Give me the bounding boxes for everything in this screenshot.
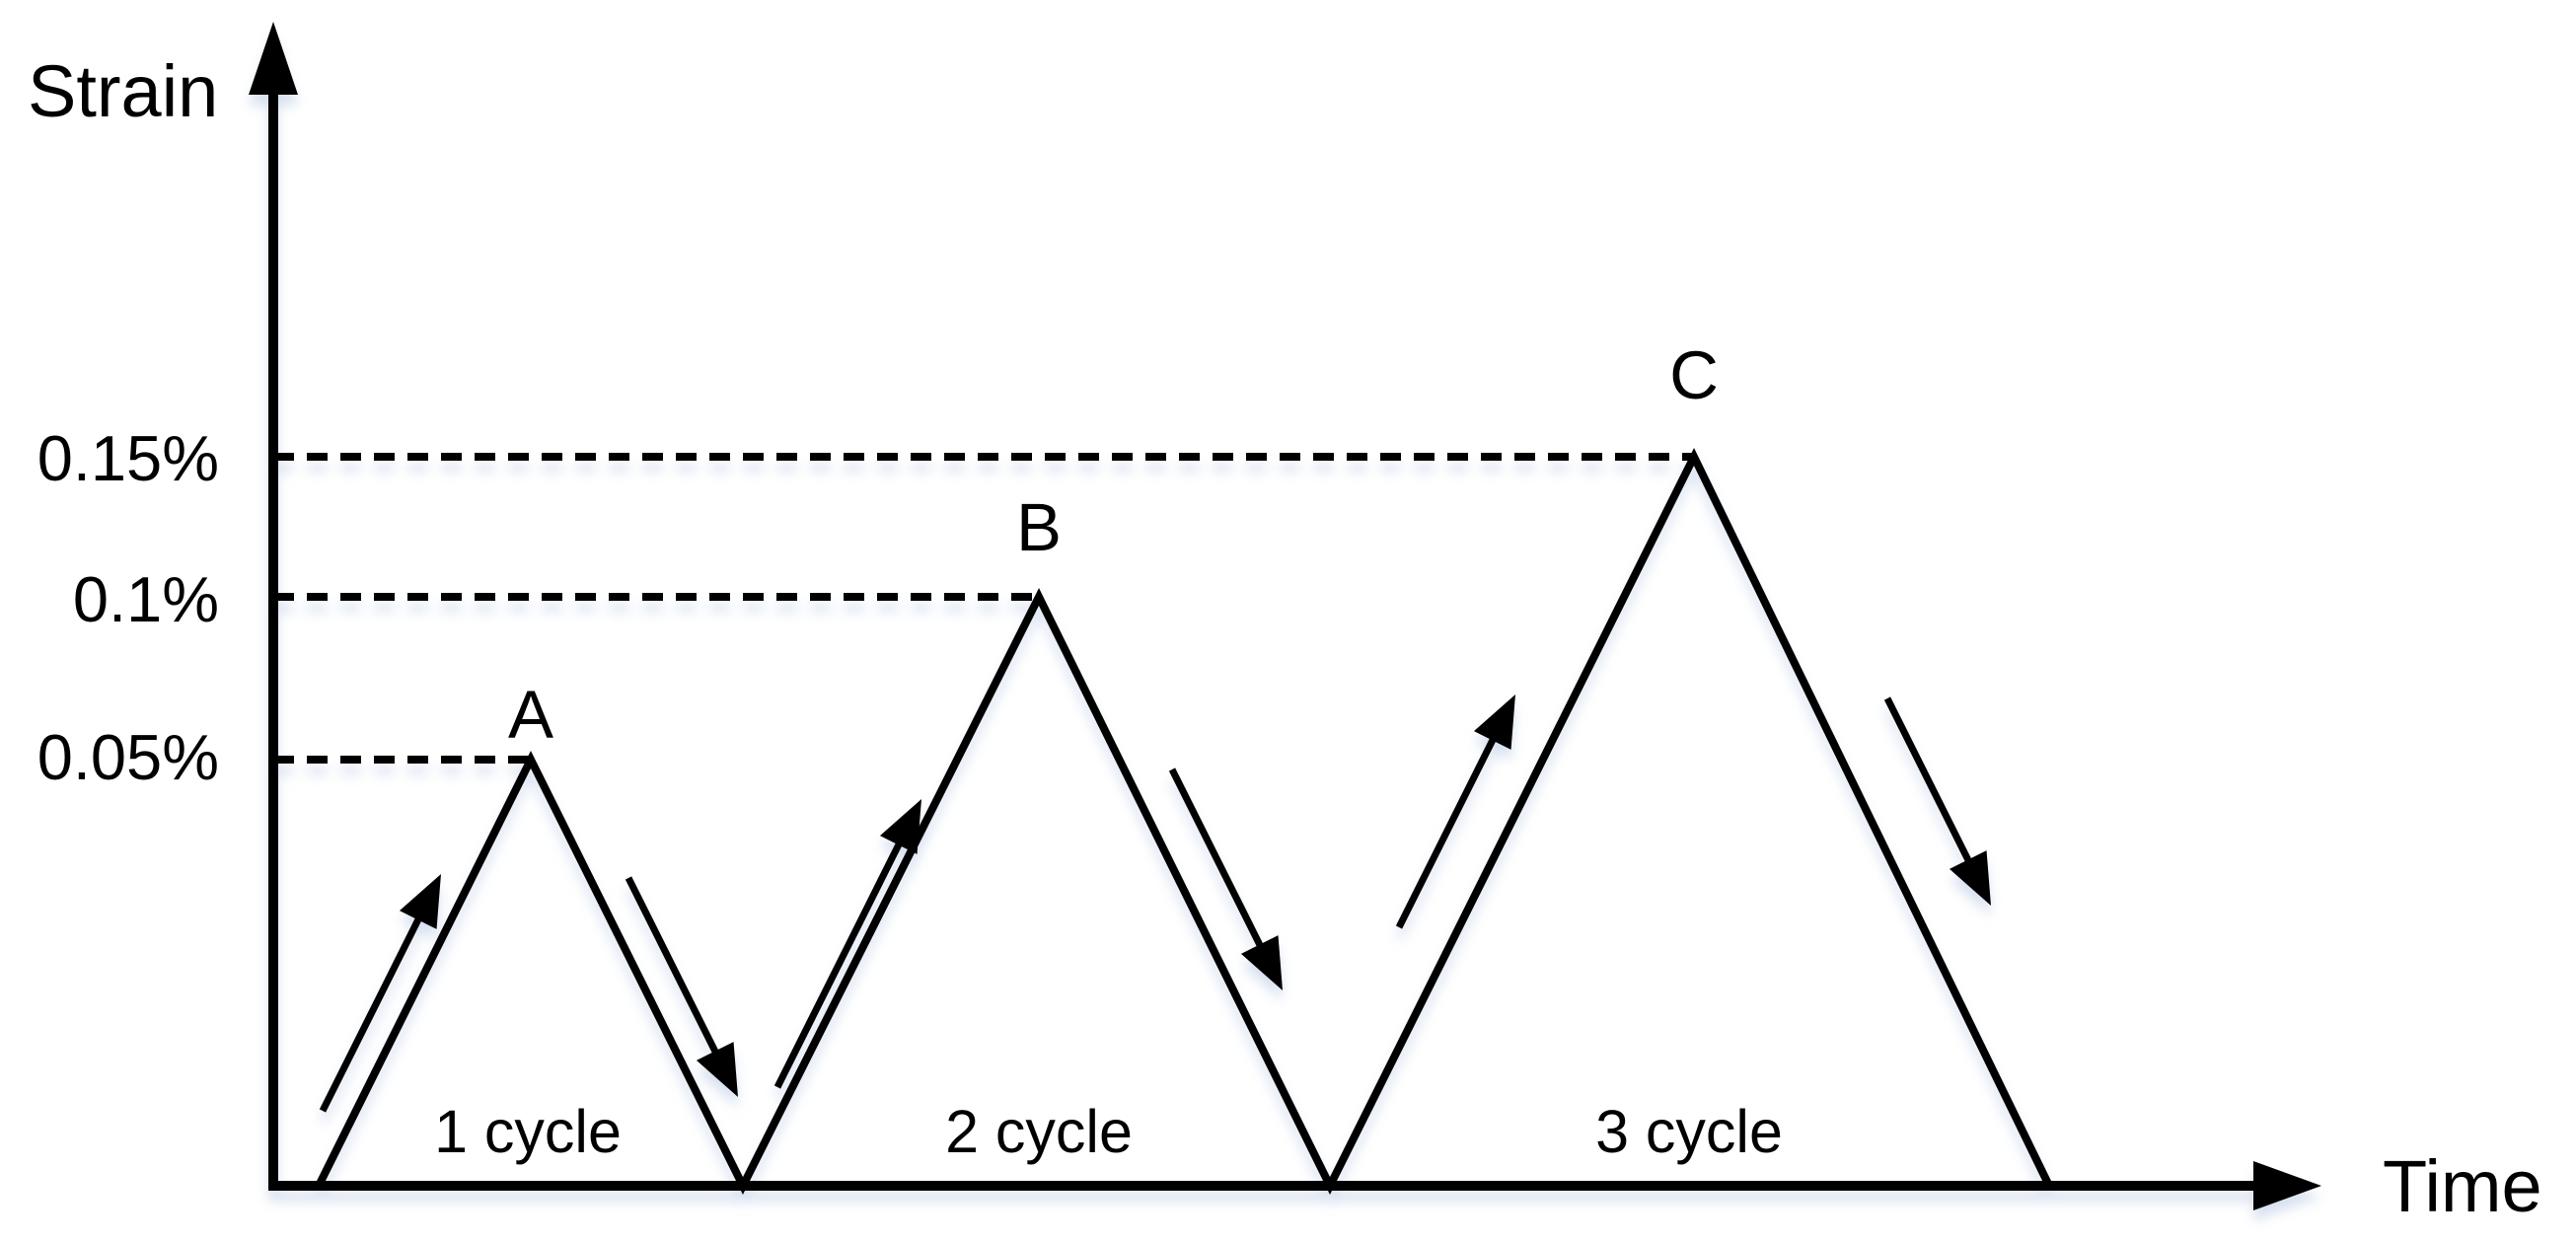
strain-curve <box>315 447 2053 1195</box>
unloading-arrow <box>1168 767 1273 966</box>
unloading-arrowhead-icon <box>696 1042 738 1097</box>
cycle-label: 1 cycle <box>434 1098 622 1165</box>
loading-arrowhead-icon <box>1473 694 1515 750</box>
loading-arrow <box>773 824 912 1089</box>
unloading-arrow <box>1883 696 1981 881</box>
flank-arrows <box>319 694 1991 1113</box>
cycle-label: 2 cycle <box>945 1098 1133 1165</box>
loading-arrow <box>319 899 431 1113</box>
y-axis-label: Strain <box>28 50 218 132</box>
unloading-arrowhead-icon <box>1240 935 1283 990</box>
peak-label: C <box>1669 337 1719 413</box>
cycle-labels: 1 cycle 2 cycle 3 cycle <box>434 1098 1783 1165</box>
y-tick-label: 0.15% <box>37 422 219 494</box>
peak-label: A <box>508 677 553 753</box>
y-tick-labels: 0.15% 0.1% 0.05% <box>37 422 219 793</box>
x-axis-arrowhead-icon <box>2253 1161 2321 1210</box>
x-axis-label: Time <box>2383 1145 2542 1227</box>
loading-arrowhead-icon <box>879 799 921 854</box>
loading-arrow <box>1395 719 1506 929</box>
peak-label: B <box>1016 489 1062 565</box>
plot-lines <box>249 22 2321 1210</box>
unloading-arrowhead-icon <box>1949 850 1991 906</box>
cycle-label: 3 cycle <box>1595 1098 1783 1165</box>
loading-arrowhead-icon <box>399 874 441 929</box>
y-axis-arrowhead-icon <box>249 22 298 95</box>
y-tick-label: 0.1% <box>73 563 219 635</box>
y-tick-label: 0.05% <box>37 721 219 793</box>
unloading-arrow <box>625 876 728 1072</box>
peak-labels: A B C <box>508 337 1719 753</box>
dashed-guide-lines <box>273 453 1694 764</box>
